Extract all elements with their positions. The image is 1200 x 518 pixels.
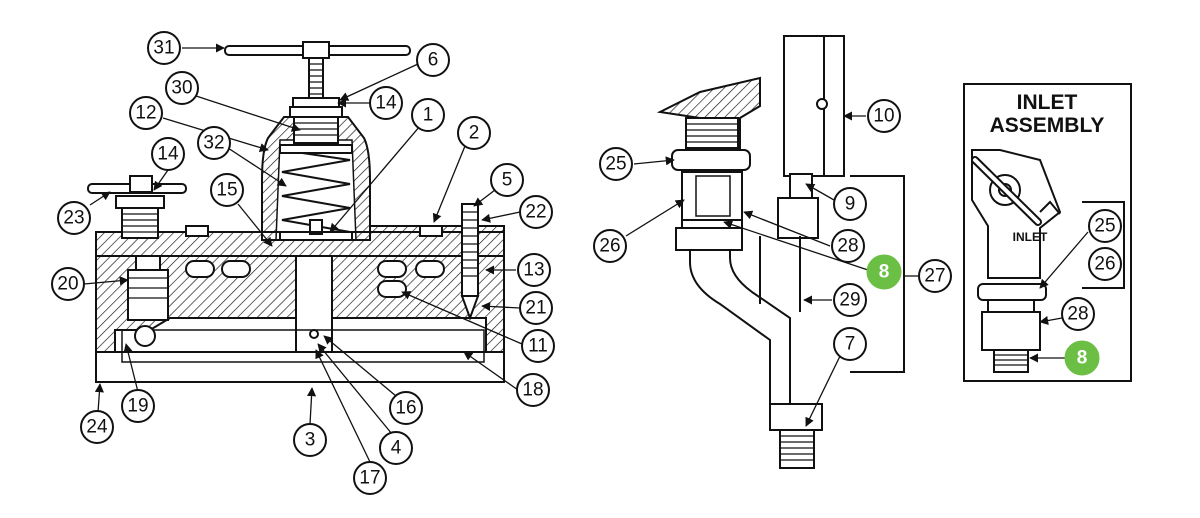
- svg-text:3: 3: [305, 430, 316, 451]
- callout-22: 22: [519, 195, 553, 229]
- spring: [281, 149, 351, 233]
- callout-2: 2: [457, 116, 491, 150]
- callout-3: 3: [293, 423, 327, 457]
- callout-31: 31: [147, 31, 181, 65]
- gauge-assembly: [656, 35, 905, 469]
- svg-text:10: 10: [873, 106, 894, 127]
- inset-title-line2: ASSEMBLY: [990, 114, 1105, 137]
- callout-23: 23: [57, 201, 91, 235]
- inset-callout-26: 26: [1088, 247, 1122, 281]
- bottom-plate: [95, 351, 505, 383]
- callout-18: 18: [516, 373, 550, 407]
- svg-text:15: 15: [216, 180, 237, 201]
- callouts: 31 6 30 14 12 1 32 2 14 15 5 22 23 13 20…: [51, 31, 1122, 495]
- inset-callout-28: 28: [1061, 297, 1095, 331]
- callout-5: 5: [490, 163, 524, 197]
- callout-19: 19: [121, 389, 155, 423]
- callout-4: 4: [379, 431, 413, 465]
- svg-text:31: 31: [153, 38, 174, 59]
- inlet-body-label: INLET: [1013, 230, 1048, 244]
- callout-16: 16: [389, 391, 423, 425]
- callout-21: 21: [519, 291, 553, 325]
- svg-text:29: 29: [839, 290, 860, 311]
- callout-17: 17: [353, 461, 387, 495]
- inset-title-line1: INLET: [1017, 91, 1078, 114]
- callout-13: 13: [517, 253, 551, 287]
- inset-callout-25: 25: [1088, 209, 1122, 243]
- callout-28: 28: [831, 229, 865, 263]
- callout-30: 30: [165, 71, 199, 105]
- svg-text:25: 25: [1094, 216, 1115, 237]
- svg-text:16: 16: [395, 398, 416, 419]
- svg-text:22: 22: [525, 202, 546, 223]
- svg-text:7: 7: [845, 334, 856, 355]
- svg-text:12: 12: [135, 103, 156, 124]
- callout-6: 6: [416, 43, 450, 77]
- svg-text:21: 21: [525, 298, 546, 319]
- callout-8-highlight: 8: [866, 254, 902, 290]
- svg-text:9: 9: [845, 194, 856, 215]
- callout-26: 26: [593, 229, 627, 263]
- svg-text:1: 1: [423, 105, 434, 126]
- svg-text:28: 28: [1067, 304, 1088, 325]
- callout-1: 1: [411, 98, 445, 132]
- svg-text:13: 13: [523, 260, 544, 281]
- svg-text:26: 26: [1094, 254, 1115, 275]
- right-stud: [460, 203, 480, 321]
- inset-callout-8-highlight: 8: [1064, 340, 1100, 376]
- callout-27: 27: [918, 259, 952, 293]
- svg-text:18: 18: [522, 380, 543, 401]
- svg-text:20: 20: [57, 274, 78, 295]
- svg-text:25: 25: [605, 154, 626, 175]
- svg-text:8: 8: [1077, 348, 1088, 369]
- svg-text:14: 14: [375, 93, 397, 114]
- gaskets: [185, 260, 445, 298]
- callout-9: 9: [833, 187, 867, 221]
- callout-10: 10: [867, 99, 901, 133]
- svg-text:5: 5: [502, 170, 513, 191]
- svg-text:11: 11: [528, 336, 548, 357]
- svg-text:14: 14: [157, 144, 179, 165]
- svg-text:4: 4: [391, 438, 402, 459]
- callout-25: 25: [599, 147, 633, 181]
- svg-text:27: 27: [924, 266, 945, 287]
- svg-text:23: 23: [63, 208, 84, 229]
- svg-text:28: 28: [837, 236, 858, 257]
- callout-32: 32: [197, 126, 231, 160]
- callout-15: 15: [210, 173, 244, 207]
- callout-20: 20: [51, 267, 85, 301]
- svg-text:30: 30: [171, 78, 192, 99]
- callout-29: 29: [833, 283, 867, 317]
- valve-stem: [295, 255, 333, 355]
- callout-12: 12: [129, 96, 163, 130]
- tee-tube: [689, 228, 801, 404]
- svg-text:8: 8: [879, 262, 890, 283]
- regulator-cross-section: [87, 41, 505, 383]
- svg-text:32: 32: [203, 133, 224, 154]
- left-handwheel: [87, 175, 187, 239]
- inlet-assembly-inset: INLET ASSEMBLY INLET: [963, 83, 1132, 382]
- callout-11: 11: [521, 329, 555, 363]
- svg-text:2: 2: [469, 123, 480, 144]
- callout-14b: 14: [151, 137, 185, 171]
- callout-14: 14: [369, 86, 403, 120]
- svg-text:6: 6: [428, 50, 439, 71]
- svg-text:19: 19: [127, 396, 148, 417]
- callout-7: 7: [833, 327, 867, 361]
- t-handle: [224, 41, 411, 118]
- callout-24: 24: [80, 410, 114, 444]
- svg-text:26: 26: [599, 236, 620, 257]
- svg-text:17: 17: [359, 468, 380, 489]
- svg-text:24: 24: [86, 417, 108, 438]
